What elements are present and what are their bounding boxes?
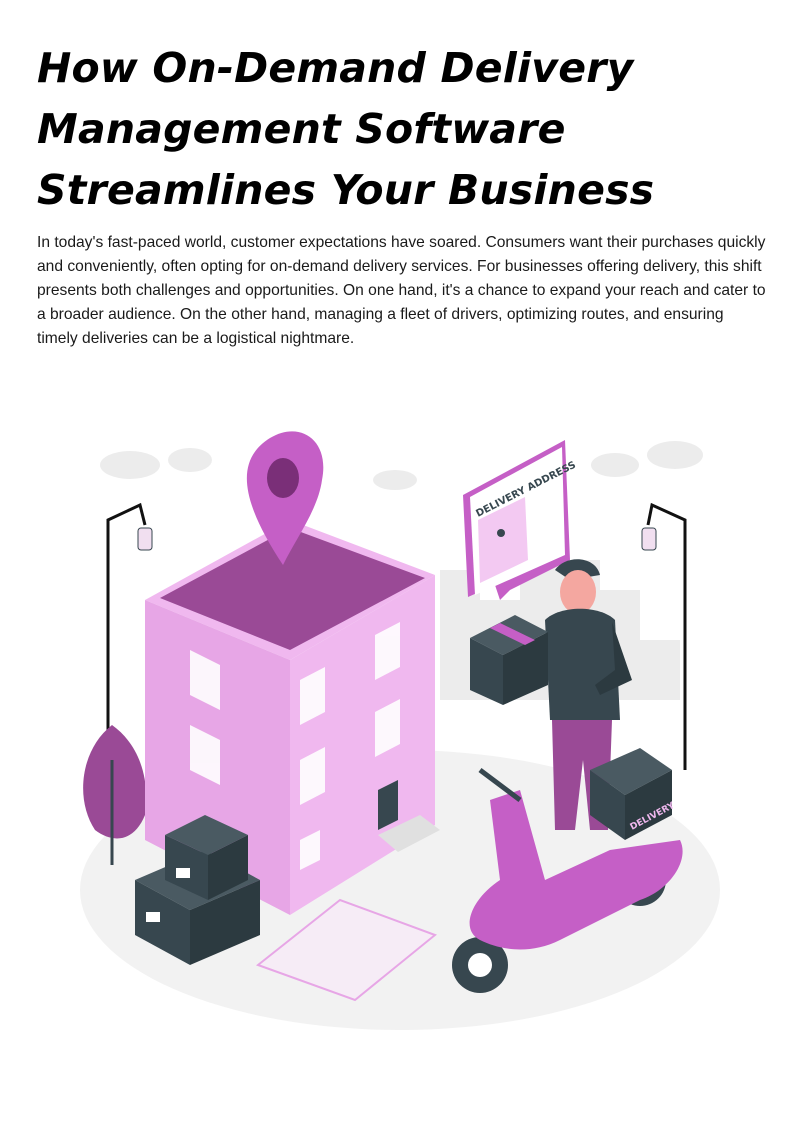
- tree-icon: [83, 725, 147, 865]
- package-boxes: [135, 815, 260, 965]
- intro-paragraph: In today's fast-paced world, customer ex…: [37, 234, 766, 347]
- title-line-1: How On-Demand Delivery: [37, 44, 634, 92]
- scooter: DELIVERY: [452, 748, 683, 993]
- courier-person: [545, 559, 632, 830]
- page-title: How On-Demand Delivery Management Softwa…: [37, 38, 757, 221]
- cloud-icon: [100, 441, 703, 490]
- building: [145, 520, 440, 915]
- delivery-illustration: DELIVERY ADDRESS DELIVERY: [80, 431, 720, 1030]
- title-line-2: Management Software: [37, 105, 566, 153]
- location-pin-icon: [246, 431, 324, 565]
- held-package: [470, 615, 548, 705]
- delivery-address-sign: DELIVERY ADDRESS: [463, 440, 578, 600]
- street-lamp-left: [106, 502, 147, 730]
- map-icon: [255, 898, 437, 1002]
- title-line-3: Streamlines Your Business: [37, 166, 655, 214]
- street-lamp-right: [646, 502, 687, 770]
